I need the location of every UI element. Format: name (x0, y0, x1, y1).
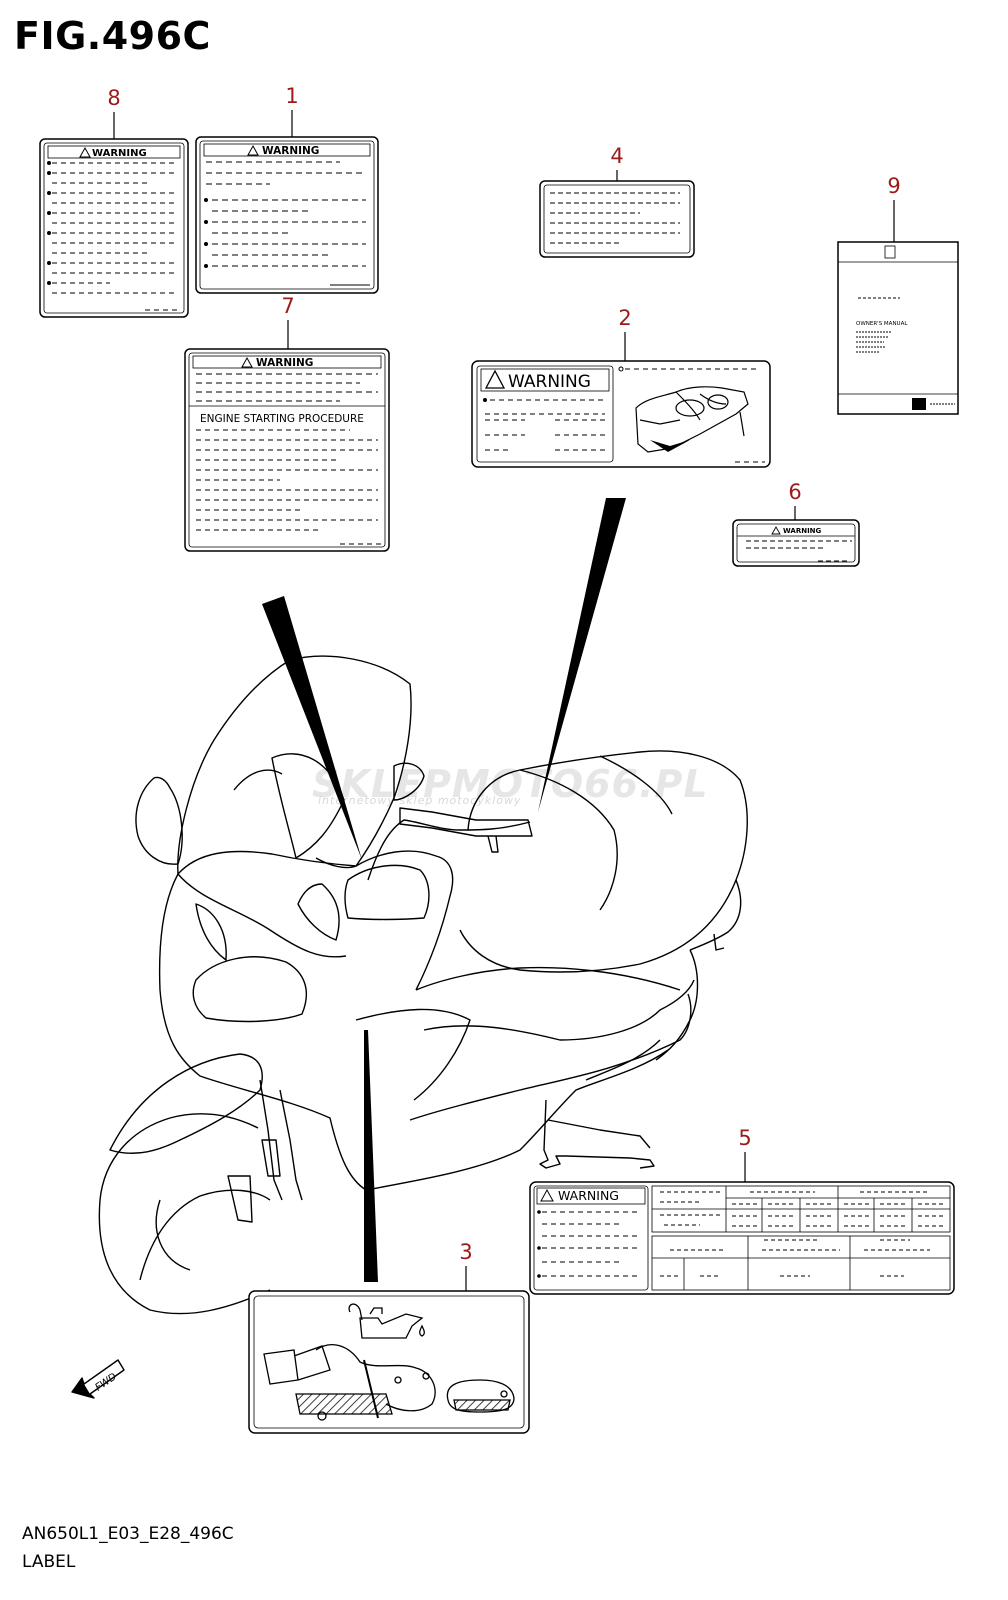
engine-starting-procedure-text: ENGINE STARTING PROCEDURE (200, 413, 364, 425)
leader-lines (113, 110, 895, 1291)
figure-name: LABEL (22, 1552, 76, 1572)
label-4[interactable] (539, 180, 695, 258)
callout-9[interactable]: 9 (887, 174, 901, 198)
label-5[interactable]: WARNING (529, 1181, 955, 1295)
figure-title: FIG.496C (14, 14, 211, 58)
label-7[interactable]: WARNING ENGINE STARTING PROCEDURE (184, 348, 390, 552)
callout-4[interactable]: 4 (610, 144, 624, 168)
fwd-arrow-icon: FWD (71, 1359, 125, 1399)
oil-can-icon (348, 1303, 425, 1339)
label-2-warning-text: WARNING (508, 372, 591, 392)
label-5-warning-text: WARNING (558, 1188, 619, 1203)
scooter-outline (98, 655, 748, 1315)
callout-6[interactable]: 6 (788, 480, 802, 504)
label-1-warning-text: WARNING (262, 145, 319, 157)
callout-5[interactable]: 5 (738, 1126, 752, 1150)
watermark: SKLEPMOTO66.PL (312, 762, 709, 806)
label-8-warning-text: WARNING (92, 148, 147, 159)
pointer-wedges (262, 498, 626, 1282)
label-6[interactable]: WARNING (732, 519, 860, 567)
label-6-warning-text: WARNING (783, 527, 822, 535)
label-9-owners-manual[interactable]: OWNER'S MANUAL (837, 241, 959, 415)
owners-manual-text: OWNER'S MANUAL (856, 321, 908, 327)
figure-code: AN650L1_E03_E28_496C (22, 1524, 234, 1544)
callout-8[interactable]: 8 (107, 86, 121, 110)
callout-2[interactable]: 2 (618, 306, 632, 330)
label-1[interactable]: WARNING (195, 136, 379, 294)
watermark-subtext: internetowy sklep motocyklowy (318, 794, 522, 807)
label-7-warning-text: WARNING (256, 357, 313, 369)
engine-oil-level-icon (263, 1344, 515, 1421)
callout-3[interactable]: 3 (459, 1240, 473, 1264)
label-3[interactable] (248, 1290, 530, 1434)
callout-7[interactable]: 7 (281, 294, 295, 318)
callout-1[interactable]: 1 (285, 84, 299, 108)
label-2[interactable]: WARNING (471, 360, 771, 468)
label-8[interactable]: WARNING (39, 138, 189, 318)
